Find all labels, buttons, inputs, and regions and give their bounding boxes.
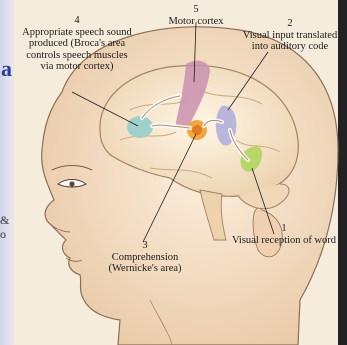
label-step-5: 5 Motor cortex xyxy=(164,4,228,27)
label-step-1-number: 1 xyxy=(226,223,342,235)
label-step-1-line: Visual reception of word xyxy=(226,235,342,247)
label-step-4: 4 Appropriate speech sound produced (Bro… xyxy=(18,15,136,73)
label-step-2-number: 2 xyxy=(241,18,339,30)
label-step-3: 3 Comprehension (Wernicke's area) xyxy=(95,240,195,275)
label-step-4-line: via motor cortex) xyxy=(18,61,136,73)
label-step-5-number: 5 xyxy=(164,4,228,16)
brocas-area-region xyxy=(127,116,153,138)
label-step-2-line: into auditory code xyxy=(241,41,339,53)
label-step-4-line: Appropriate speech sound xyxy=(18,27,136,39)
label-step-4-line: controls speech muscles xyxy=(18,50,136,62)
label-step-3-line: (Wernicke's area) xyxy=(95,263,195,275)
label-step-4-line: produced (Broca's area xyxy=(18,38,136,50)
label-step-5-line: Motor cortex xyxy=(164,16,228,28)
label-step-3-line: Comprehension xyxy=(95,252,195,264)
label-step-4-number: 4 xyxy=(18,15,136,27)
pupil xyxy=(69,181,74,186)
label-step-2-line: Visual input translated xyxy=(241,30,339,42)
label-step-2: 2 Visual input translated into auditory … xyxy=(241,18,339,53)
label-step-1: 1 Visual reception of word xyxy=(226,223,342,246)
label-step-3-number: 3 xyxy=(95,240,195,252)
